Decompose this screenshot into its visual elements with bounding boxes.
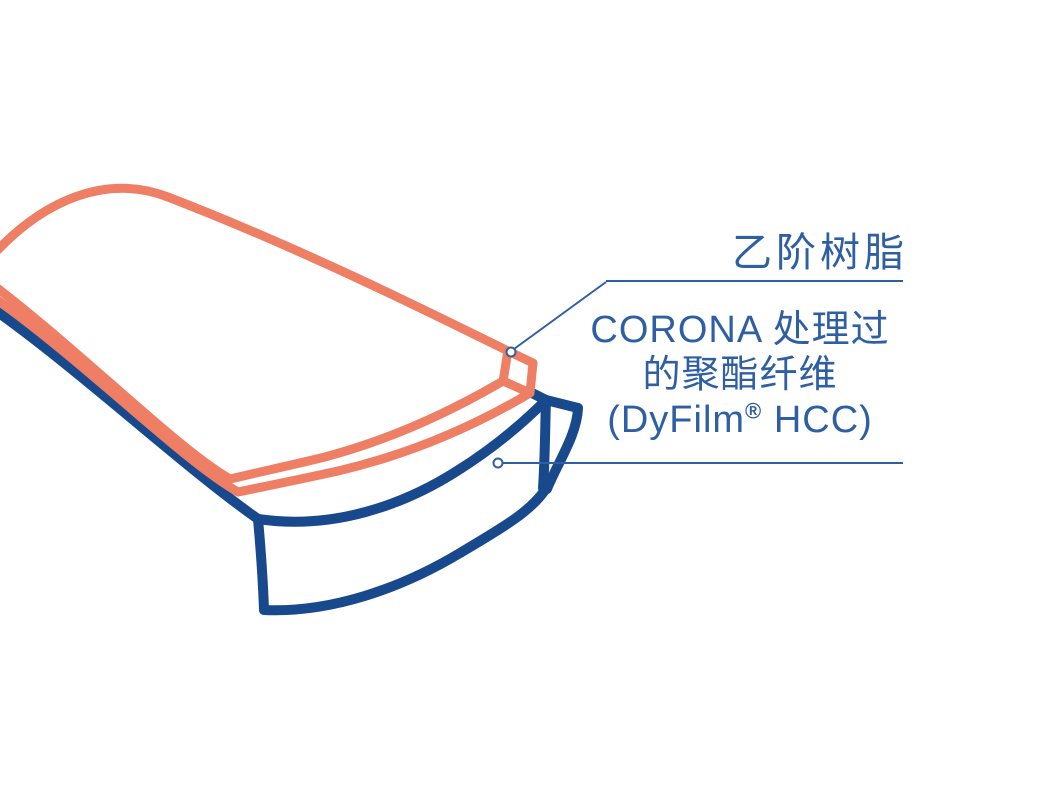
callout-label-film-line1: CORONA 处理过: [590, 309, 890, 351]
coral-layer-inner-near-edge: [0, 284, 508, 484]
blue-layer-front-left-edge: [253, 514, 269, 615]
blue-layer-bottom-edge: [259, 485, 550, 616]
callout-label-film-line2: 的聚酯纤维: [642, 354, 838, 396]
blue-layer-top-front-edge: [253, 395, 551, 527]
leader-dot-film: [492, 457, 504, 469]
coral-layer-tip-face: [498, 346, 538, 398]
blue-bottom-layer: [0, 307, 583, 616]
callout-label-film-line3-pre: (DyFilm: [607, 399, 746, 441]
callout-label-film-line3: (DyFilm® HCC): [572, 398, 908, 443]
blue-layer-tip-right-edge: [542, 403, 583, 494]
leader-dot-resin: [505, 346, 517, 358]
callout-label-film-line3-post: HCC): [762, 399, 873, 441]
registered-trademark-mark: ®: [745, 398, 763, 424]
callout-label-film: CORONA 处理过 的聚酯纤维 (DyFilm® HCC): [572, 308, 908, 443]
blue-layer-tip-inner-edge: [538, 395, 551, 493]
coral-layer-bottom-edge: [0, 296, 535, 497]
coral-layer-top-outline: [0, 183, 513, 356]
callout-label-resin: 乙阶树脂: [732, 231, 908, 275]
blue-layer-tip-top-edge: [541, 395, 583, 413]
callout-leaders: [492, 280, 903, 469]
blue-layer-left-top-edge: [0, 307, 263, 524]
coral-top-layer: [0, 183, 538, 497]
leader-line-resin-diagonal: [513, 281, 607, 350]
